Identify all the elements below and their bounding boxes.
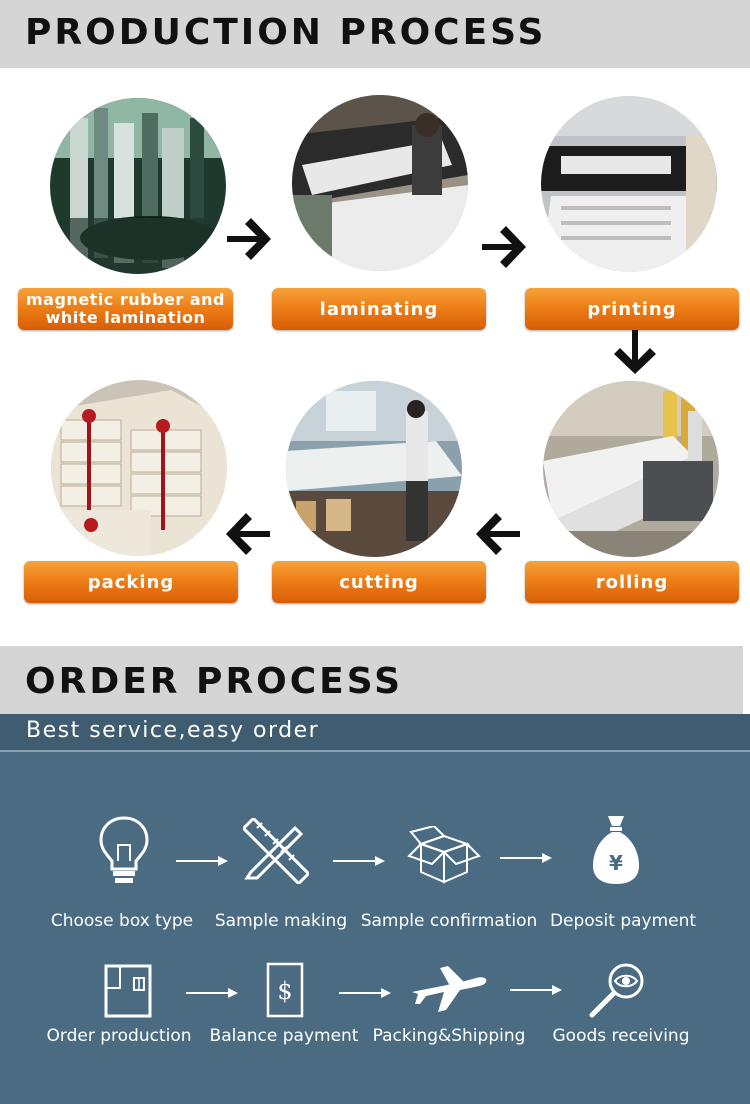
step-rolling-label: rolling: [525, 561, 739, 603]
step-label-line2: white lamination: [45, 308, 206, 327]
step-label: Packing&Shipping: [372, 1026, 526, 1046]
production-header: PRODUCTION PROCESS: [0, 0, 750, 68]
order-title: ORDER PROCESS: [25, 661, 404, 702]
printing-photo: [541, 96, 717, 272]
order-subtitle-bar: Best service,easy order: [0, 714, 750, 752]
arrow-right-icon: [500, 853, 552, 863]
dollar-bill-icon: $: [266, 962, 304, 1018]
arrow-right-icon: [510, 985, 562, 995]
svg-text:$: $: [277, 977, 292, 1005]
arrow-right-icon: [223, 214, 273, 264]
money-bag-icon: ¥: [590, 814, 642, 886]
order-header: ORDER PROCESS: [0, 646, 743, 714]
lightbulb-icon: [98, 815, 150, 887]
factory-door-icon: [104, 964, 152, 1018]
step-printing-label: printing: [525, 288, 739, 330]
magnetic-rubber-photo: [50, 98, 226, 274]
step-label: Goods receiving: [552, 1026, 690, 1046]
step-cutting-label: cutting: [272, 561, 486, 603]
open-box-icon: [407, 826, 481, 884]
magnifier-eye-icon: [588, 961, 646, 1019]
arrow-right-icon: [176, 856, 228, 866]
step-magnetic-rubber-label: magnetic rubber and white lamination: [18, 288, 233, 330]
arrow-right-icon: [339, 988, 391, 998]
step-label: Order production: [46, 1026, 192, 1046]
step-label: Choose box type: [50, 911, 194, 931]
arrow-right-icon: [478, 222, 528, 272]
arrow-down-icon: [610, 326, 660, 376]
step-label: Sample making: [214, 911, 348, 931]
laminating-photo: [292, 95, 468, 271]
step-laminating-label: laminating: [272, 288, 486, 330]
order-panel: [0, 714, 750, 1104]
arrow-left-icon: [474, 509, 524, 559]
step-label-line1: magnetic rubber and: [26, 290, 225, 309]
svg-text:¥: ¥: [609, 851, 623, 875]
arrow-right-icon: [333, 856, 385, 866]
packing-photo: [51, 380, 227, 556]
ruler-pencil-icon: [243, 818, 309, 884]
order-subtitle: Best service,easy order: [26, 718, 320, 743]
step-label: Sample confirmation: [360, 911, 538, 931]
airplane-icon: [410, 962, 490, 1016]
arrow-right-icon: [186, 988, 238, 998]
rolling-photo: [543, 381, 719, 557]
step-label: Deposit payment: [549, 911, 697, 931]
production-title: PRODUCTION PROCESS: [25, 12, 547, 53]
step-packing-label: packing: [24, 561, 238, 603]
cutting-photo: [286, 381, 462, 557]
step-label: Balance payment: [209, 1026, 359, 1046]
arrow-left-icon: [224, 509, 274, 559]
